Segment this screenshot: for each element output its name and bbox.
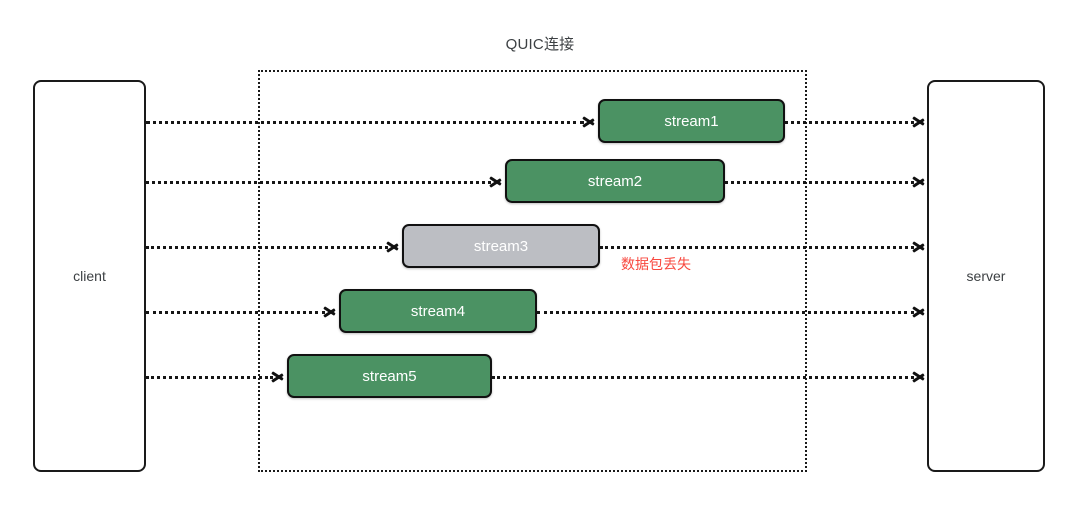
quic-connection-container — [258, 70, 807, 472]
client-node[interactable]: client — [33, 80, 146, 472]
client-node-label: client — [73, 268, 106, 284]
arrow-icon-into-server-stream2 — [912, 174, 926, 190]
arrow-icon-into-stream3 — [386, 239, 400, 255]
arrow-icon-into-stream2 — [489, 174, 503, 190]
packet-loss-annotation: 数据包丢失 — [621, 256, 691, 272]
flow-line-client-to-stream1 — [146, 121, 584, 124]
arrow-icon-into-server-stream5 — [912, 369, 926, 385]
arrow-icon-into-server-stream3 — [912, 239, 926, 255]
flow-line-client-to-stream3 — [146, 246, 388, 249]
flow-line-stream5-to-server — [492, 376, 914, 379]
server-node-label: server — [966, 268, 1006, 284]
server-node[interactable]: server — [927, 80, 1045, 472]
arrow-icon-into-server-stream1 — [912, 114, 926, 130]
arrow-icon-into-server-stream4 — [912, 304, 926, 320]
stream-box-stream2[interactable]: stream2 — [505, 159, 725, 203]
stream-box-stream3[interactable]: stream3 — [402, 224, 600, 268]
arrow-icon-into-stream5 — [271, 369, 285, 385]
flow-line-stream1-to-server — [785, 121, 914, 124]
arrow-icon-into-stream1 — [582, 114, 596, 130]
flow-line-stream2-to-server — [725, 181, 914, 184]
stream-box-label: stream5 — [362, 367, 417, 385]
stream-box-label: stream4 — [410, 302, 466, 320]
flow-line-stream3-to-server — [600, 246, 914, 249]
stream-box-stream5[interactable]: stream5 — [287, 354, 492, 398]
flow-line-client-to-stream5 — [146, 376, 273, 379]
stream-box-label: stream1 — [664, 112, 719, 130]
flow-line-stream4-to-server — [537, 311, 914, 314]
flow-line-client-to-stream4 — [146, 311, 325, 314]
stream-box-label: stream2 — [587, 172, 643, 190]
arrow-icon-into-stream4 — [323, 304, 337, 320]
diagram-title: QUIC连接 — [505, 36, 575, 53]
stream-box-label: stream3 — [473, 237, 529, 255]
stream-box-stream4[interactable]: stream4 — [339, 289, 537, 333]
flow-line-client-to-stream2 — [146, 181, 491, 184]
stream-box-stream1[interactable]: stream1 — [598, 99, 785, 143]
